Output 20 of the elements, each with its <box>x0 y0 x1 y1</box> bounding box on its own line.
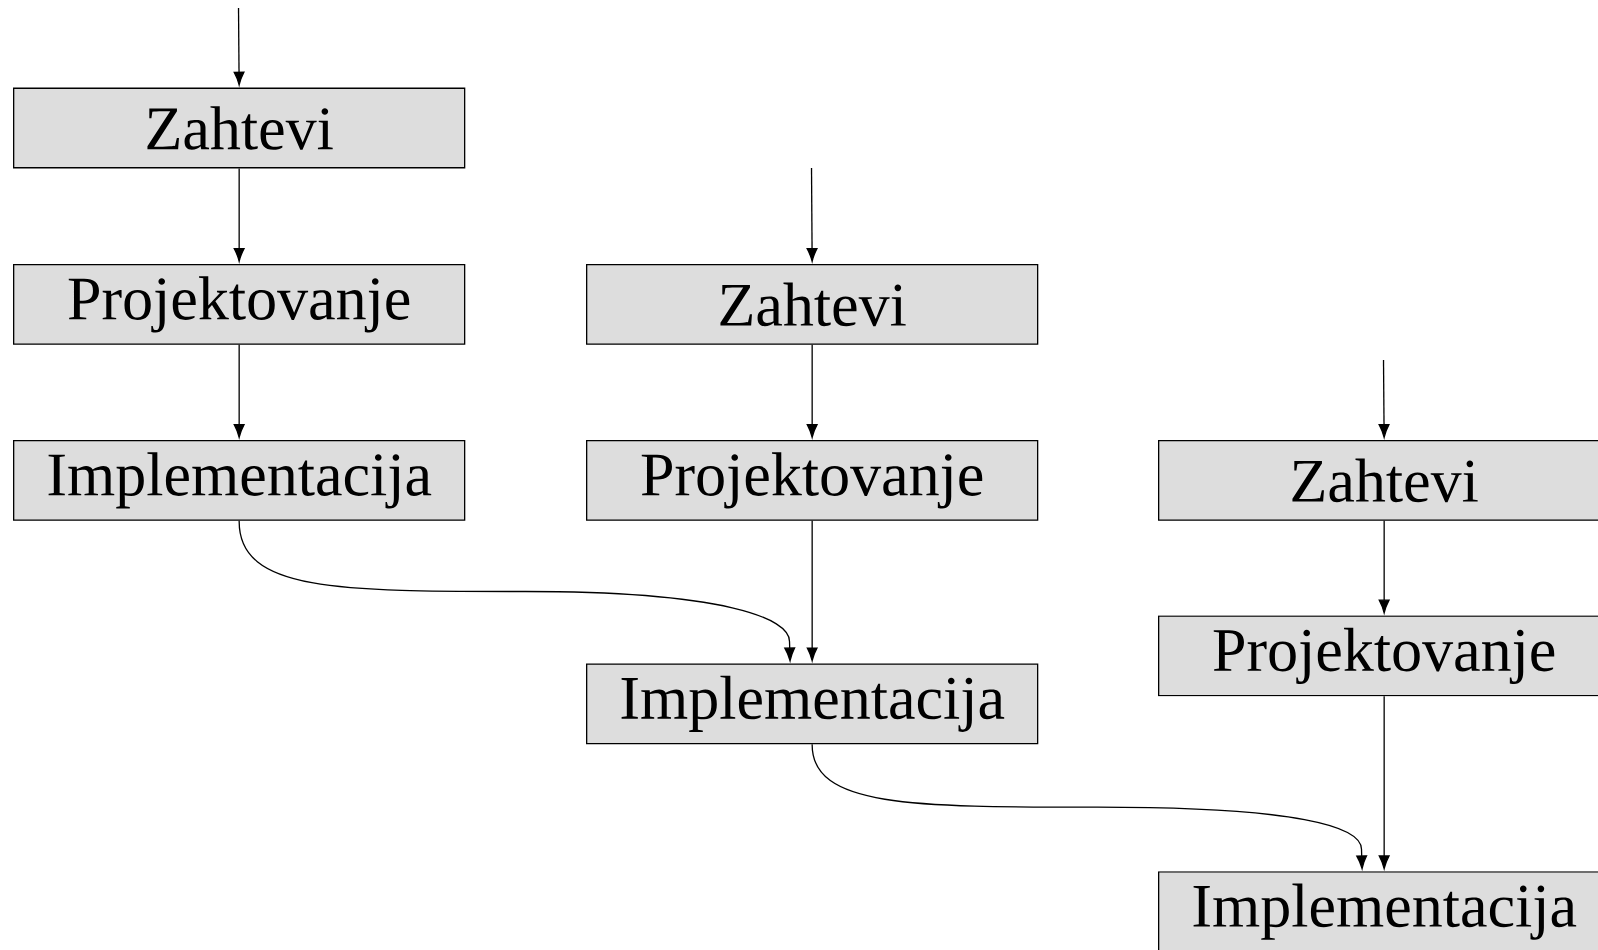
process-box: Zahtevi <box>13 87 466 169</box>
arrow <box>233 344 245 438</box>
process-box: Implementacija <box>586 663 1039 745</box>
process-box: Projektovanje <box>586 440 1039 521</box>
process-box: Implementacija <box>1158 871 1598 950</box>
process-box: Zahtevi <box>1158 440 1598 521</box>
process-box: Implementacija <box>13 440 466 521</box>
arrow <box>238 520 796 662</box>
arrow <box>1378 359 1390 438</box>
arrow <box>811 743 1368 870</box>
process-box: Projektovanje <box>1158 615 1598 697</box>
arrow <box>806 344 818 438</box>
arrow <box>806 167 818 262</box>
process-box: Projektovanje <box>13 264 466 345</box>
process-box: Zahtevi <box>586 264 1039 345</box>
arrow <box>233 7 245 86</box>
arrow <box>233 167 245 262</box>
arrow <box>806 520 818 662</box>
arrow <box>1378 520 1390 614</box>
arrow <box>1378 695 1390 870</box>
